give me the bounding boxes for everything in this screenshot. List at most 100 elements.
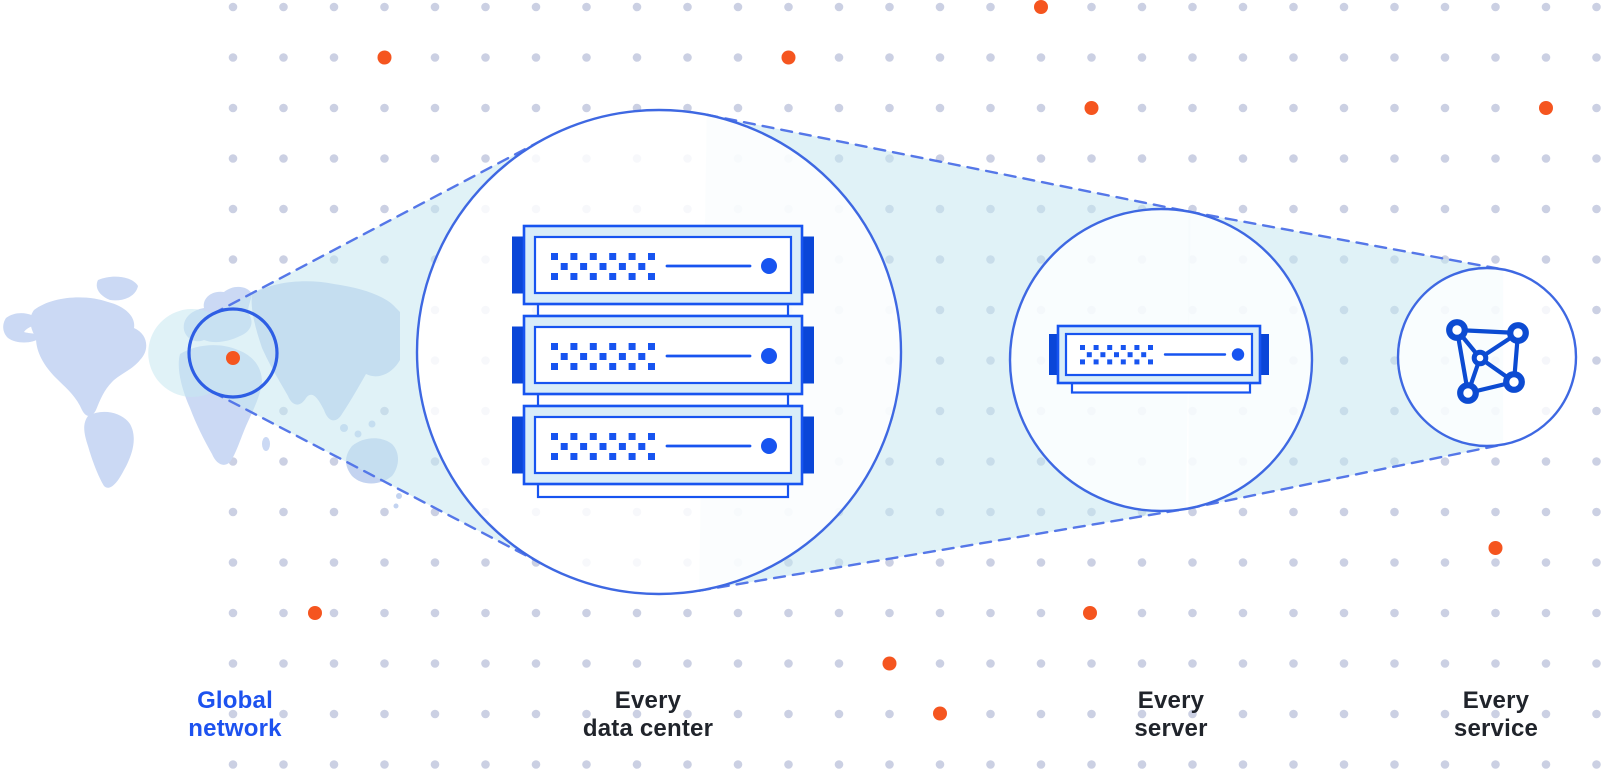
grid-dot bbox=[1188, 507, 1197, 517]
vent-dot bbox=[551, 253, 558, 260]
rack-ear bbox=[512, 326, 525, 384]
vent-dot bbox=[589, 253, 597, 260]
vent-dots bbox=[1080, 345, 1153, 365]
grid-dot bbox=[1541, 204, 1551, 214]
grid-dot bbox=[935, 760, 945, 769]
grid-dot bbox=[1592, 356, 1601, 365]
vent-dot bbox=[1134, 359, 1140, 365]
vent-dot bbox=[560, 263, 568, 270]
vent-dot bbox=[560, 353, 568, 360]
grid-dot bbox=[1440, 2, 1450, 12]
grid-dot bbox=[1036, 709, 1046, 719]
label-line: Every bbox=[1462, 687, 1530, 714]
grid-dot bbox=[1491, 507, 1500, 517]
vent-dot bbox=[1134, 345, 1140, 350]
mesh-center-node bbox=[1471, 349, 1489, 367]
grid-dot bbox=[986, 760, 995, 769]
grid-dot bbox=[329, 204, 339, 214]
grid-dot bbox=[733, 2, 743, 12]
map-location-marker bbox=[226, 351, 240, 365]
rack-ear bbox=[801, 236, 814, 294]
vent-dot bbox=[609, 433, 617, 440]
rack-tray bbox=[536, 482, 790, 499]
grid-dot bbox=[1137, 53, 1147, 62]
grid-dot bbox=[481, 659, 490, 668]
grid-dot bbox=[1289, 154, 1298, 163]
grid-dot bbox=[481, 760, 490, 769]
server-icon bbox=[1049, 324, 1269, 394]
grid-dot bbox=[1491, 558, 1500, 567]
grid-dot bbox=[935, 53, 945, 62]
grid-dot bbox=[228, 608, 238, 618]
grid-dot bbox=[1238, 659, 1248, 668]
grid-dot bbox=[380, 709, 389, 719]
grid-dot bbox=[279, 255, 288, 264]
grid-dot bbox=[228, 2, 238, 12]
grid-dot bbox=[1188, 608, 1197, 618]
grid-dot bbox=[430, 709, 440, 719]
server-led bbox=[761, 258, 777, 274]
grid-dot bbox=[481, 154, 490, 163]
vent-dot bbox=[1148, 359, 1153, 365]
map-north-america bbox=[30, 297, 147, 416]
grid-dot bbox=[380, 507, 389, 517]
grid-dot bbox=[1541, 558, 1551, 567]
grid-dot bbox=[1541, 154, 1551, 163]
server-faceplate bbox=[533, 415, 793, 475]
grid-dot bbox=[784, 709, 793, 719]
grid-dot bbox=[582, 103, 591, 113]
grid-dot bbox=[1390, 154, 1399, 163]
grid-dot bbox=[1238, 2, 1248, 12]
server-faceplate bbox=[533, 235, 793, 295]
vent-dot bbox=[648, 343, 655, 350]
grid-dot bbox=[986, 608, 995, 618]
grid-dot bbox=[1137, 659, 1147, 668]
grid-dot bbox=[1390, 558, 1399, 567]
grid-dot bbox=[481, 53, 490, 62]
grid-dot bbox=[430, 2, 440, 12]
grid-dot bbox=[885, 53, 894, 62]
dash-line bbox=[211, 136, 548, 316]
rack-ear bbox=[801, 416, 814, 474]
grid-dot bbox=[1592, 659, 1601, 668]
grid-dot bbox=[228, 255, 238, 264]
grid-dot bbox=[279, 507, 288, 517]
vent-dot bbox=[570, 433, 578, 440]
grid-dot bbox=[430, 659, 440, 668]
grid-dot bbox=[582, 709, 591, 719]
grid-dot bbox=[986, 709, 995, 719]
grid-dot bbox=[1087, 53, 1096, 62]
grid-dot bbox=[1036, 558, 1046, 567]
vent-dot bbox=[628, 273, 636, 280]
grid-dot bbox=[1541, 53, 1551, 62]
map-madagascar bbox=[262, 437, 270, 451]
grid-dot bbox=[1541, 2, 1551, 12]
vent-dot bbox=[560, 443, 568, 450]
vent-dot bbox=[1127, 352, 1133, 358]
grid-dot bbox=[228, 659, 238, 668]
grid-dot bbox=[733, 659, 743, 668]
grid-dot bbox=[1289, 507, 1298, 517]
vent-dot bbox=[638, 353, 646, 360]
grid-dot bbox=[1440, 154, 1450, 163]
grid-dot bbox=[1440, 507, 1450, 517]
grid-dot bbox=[1238, 154, 1248, 163]
grid-dot bbox=[430, 608, 440, 618]
vent-dot bbox=[638, 263, 646, 270]
grid-dot bbox=[279, 558, 288, 567]
grid-dot bbox=[1137, 709, 1147, 719]
grid-dot bbox=[784, 2, 793, 12]
vent-dot bbox=[628, 433, 636, 440]
vent-dot bbox=[1114, 352, 1119, 358]
server-rack-icon bbox=[512, 224, 814, 499]
label-global-network: Global network bbox=[75, 687, 395, 743]
vent-dot bbox=[570, 343, 578, 350]
vent-dot bbox=[589, 343, 597, 350]
grid-dot bbox=[582, 2, 591, 12]
vent-dots bbox=[551, 253, 655, 280]
vent-dot bbox=[589, 273, 597, 280]
rack-tray bbox=[536, 392, 790, 408]
grid-dot bbox=[1592, 558, 1601, 567]
grid-dot bbox=[380, 103, 389, 113]
